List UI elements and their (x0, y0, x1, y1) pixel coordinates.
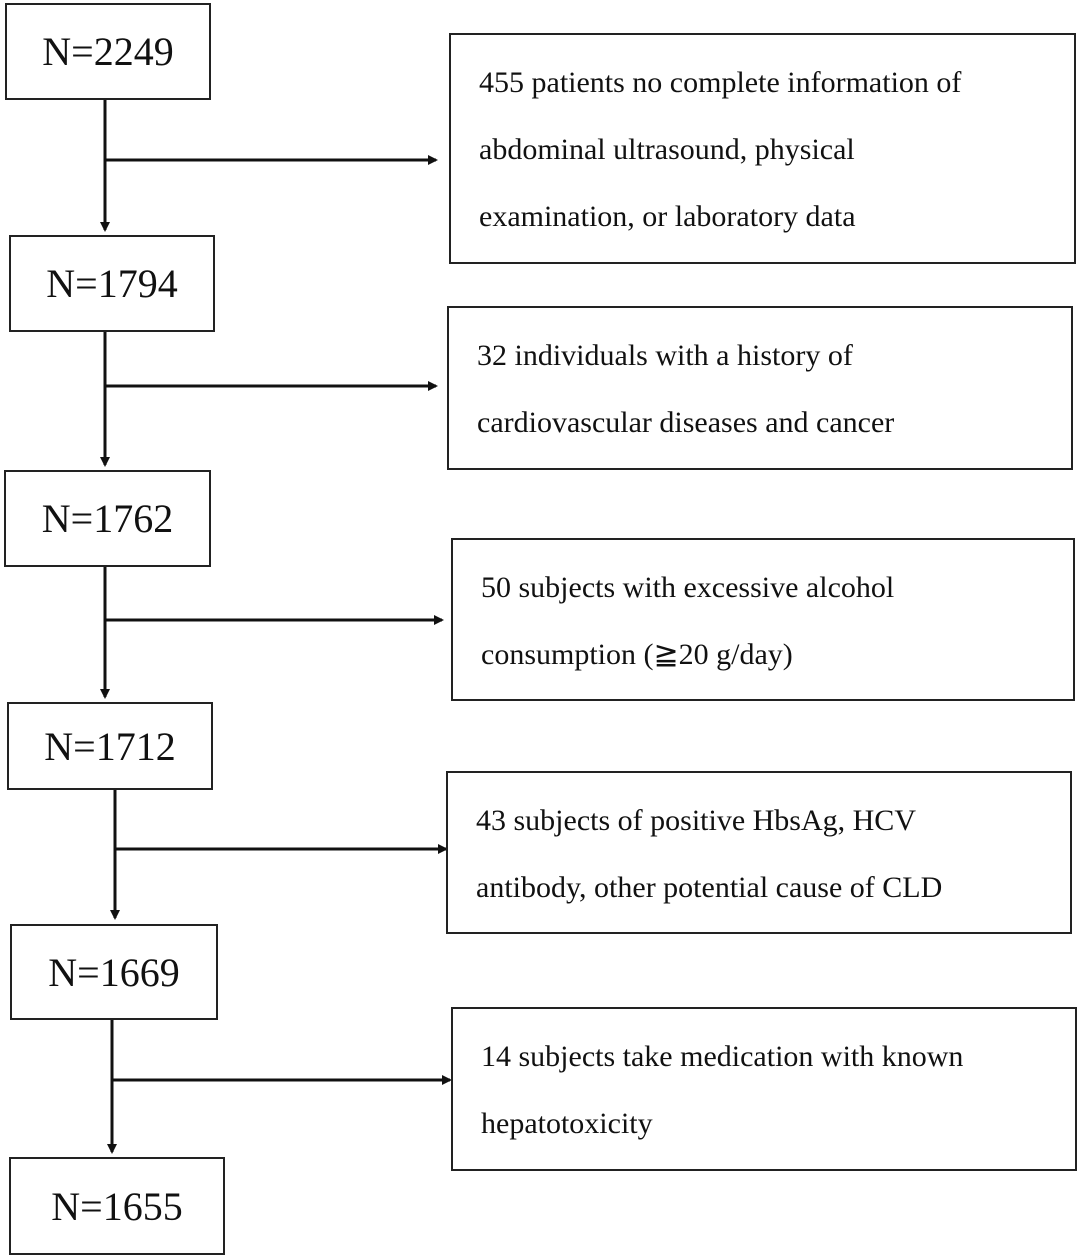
exclusion-box-2: 32 individuals with a history of cardiov… (447, 306, 1073, 470)
count-box-2: N=1794 (9, 235, 215, 332)
exclusion-line: 14 subjects take medication with known (481, 1040, 964, 1073)
count-label: N=1794 (46, 261, 178, 306)
exclusion-line: examination, or laboratory data (479, 200, 856, 233)
count-label: N=1712 (44, 723, 176, 769)
count-box-5: N=1669 (10, 924, 218, 1020)
exclusion-line: cardiovascular diseases and cancer (477, 406, 895, 439)
count-box-3: N=1762 (4, 470, 211, 567)
exclusion-line: 43 subjects of positive HbsAg, HCV (476, 804, 916, 837)
count-box-4: N=1712 (7, 702, 213, 790)
exclusion-box-5: 14 subjects take medication with known h… (451, 1007, 1077, 1171)
count-box-1: N=2249 (5, 3, 211, 100)
exclusion-box-4: 43 subjects of positive HbsAg, HCV antib… (446, 771, 1072, 934)
count-label: N=1669 (48, 949, 180, 995)
exclusion-box-1: 455 patients no complete information of … (449, 33, 1076, 264)
exclusion-box-3: 50 subjects with excessive alcohol consu… (451, 538, 1075, 701)
exclusion-line: 32 individuals with a history of (477, 339, 853, 372)
count-label: N=1655 (51, 1183, 183, 1229)
exclusion-line: consumption (≧20 g/day) (481, 638, 793, 671)
exclusion-line: 50 subjects with excessive alcohol (481, 571, 895, 604)
exclusion-line: hepatotoxicity (481, 1107, 653, 1140)
exclusion-line: 455 patients no complete information of (479, 66, 962, 99)
count-label: N=2249 (42, 29, 174, 74)
count-label: N=1762 (41, 496, 174, 541)
count-box-6: N=1655 (9, 1157, 225, 1255)
exclusion-line: abdominal ultrasound, physical (479, 133, 855, 166)
exclusion-line: antibody, other potential cause of CLD (476, 871, 943, 904)
